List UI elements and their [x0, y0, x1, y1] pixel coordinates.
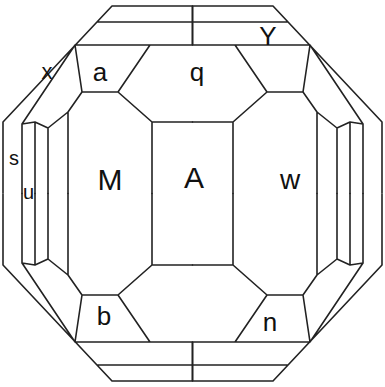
face-label: w	[279, 166, 301, 194]
crystal-quarter	[3, 194, 193, 382]
crystal-quarter	[193, 6, 383, 194]
face-label: n	[262, 309, 278, 335]
face-label: x	[41, 61, 54, 83]
face-label: Y	[258, 23, 277, 49]
crystal-quarter	[193, 194, 383, 382]
face-label: u	[22, 182, 35, 202]
face-label: M	[97, 165, 124, 195]
face-label: q	[189, 59, 205, 85]
face-label: A	[183, 163, 205, 193]
face-label: s	[8, 148, 20, 168]
face-label: b	[96, 303, 112, 329]
face-label: a	[92, 59, 108, 85]
